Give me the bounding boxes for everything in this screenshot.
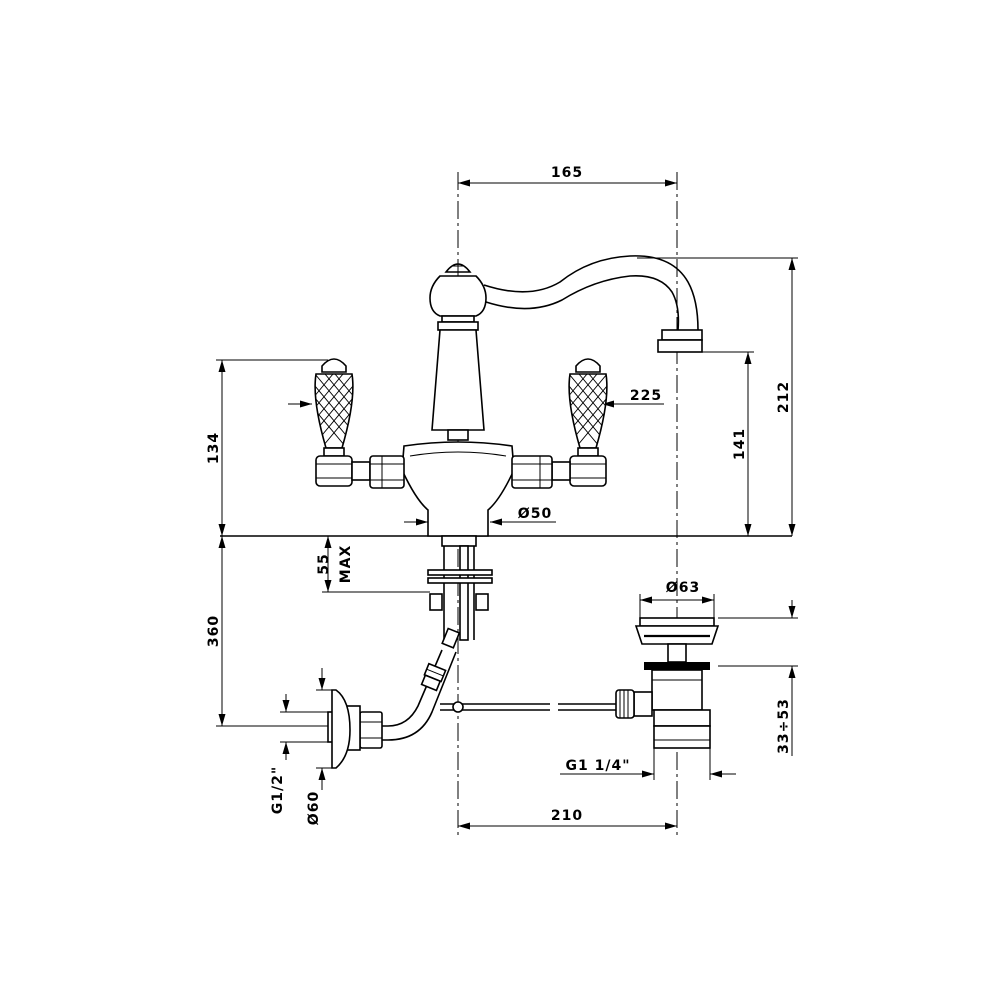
dim-60-label: Ø60 [306, 791, 322, 825]
dimension-diameter-63: Ø63 [639, 580, 715, 618]
supply-hose [327, 627, 461, 769]
dimension-225: 225 [288, 388, 664, 408]
dim-63-label: Ø63 [666, 580, 700, 596]
dimension-212: 212 [637, 257, 798, 536]
dimension-33-53: 33÷53 [718, 600, 798, 756]
dim-360-label: 360 [206, 615, 222, 647]
faucet-body [401, 263, 515, 537]
dimension-g12-diameter-60: G1/2" Ø60 [270, 668, 336, 825]
dim-212-label: 212 [776, 381, 792, 413]
dim-g12-label: G1/2" [270, 766, 286, 814]
right-handle [511, 358, 608, 489]
dim-225-label: 225 [630, 388, 662, 404]
dimension-141: 141 [700, 351, 754, 536]
dim-33-53-label: 33÷53 [776, 698, 792, 754]
dimension-134: 134 [206, 359, 328, 536]
dim-max-label: MAX [338, 545, 354, 584]
dimension-360: 360 [206, 536, 330, 727]
left-handle [314, 358, 405, 489]
dim-50-label: Ø50 [518, 506, 552, 522]
waste-drain [615, 617, 720, 749]
dim-55-label: 55 [316, 553, 332, 574]
dimension-g114: G1 1/4" [560, 748, 736, 780]
dimension-165: 165 [458, 165, 677, 187]
dim-210-label: 210 [551, 808, 583, 824]
mounting-shank [427, 535, 493, 641]
dimension-diameter-50: Ø50 [404, 506, 556, 526]
popup-rod [440, 701, 620, 713]
dim-g114-label: G1 1/4" [566, 758, 631, 774]
dim-165-label: 165 [551, 165, 583, 181]
dimension-210: 210 [458, 808, 677, 830]
dimension-55-max: 55 MAX [316, 536, 430, 593]
faucet-spout [483, 255, 703, 353]
dim-141-label: 141 [732, 428, 748, 460]
dim-134-label: 134 [206, 432, 222, 464]
